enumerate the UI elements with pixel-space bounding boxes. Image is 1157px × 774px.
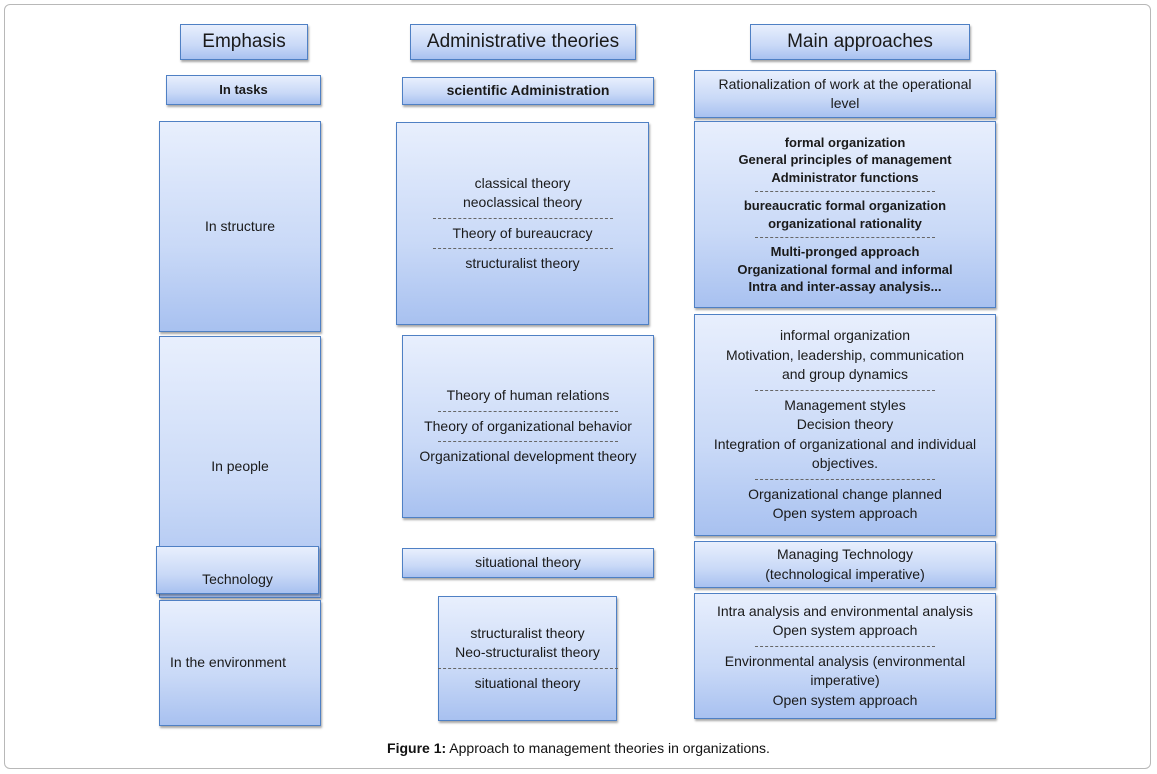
- header-emphasis-label: Emphasis: [202, 31, 286, 53]
- header-emphasis: Emphasis: [180, 24, 308, 60]
- header-theories-label: Administrative theories: [426, 31, 620, 53]
- text-line: structuralist theory: [470, 624, 585, 641]
- text-line: neoclassical theory: [462, 194, 583, 210]
- dashed-separator: [432, 248, 613, 249]
- dashed-separator: [437, 667, 618, 669]
- text-line: Administrator functions: [771, 169, 919, 185]
- dashed-separator: [755, 237, 935, 238]
- text-line: Motivation, leadership, communication: [725, 346, 965, 363]
- approaches-environment: Intra analysis and environmental analysi…: [694, 593, 996, 719]
- text-line: bureaucratic formal organization: [743, 198, 947, 213]
- text-line: situational theory: [475, 554, 581, 571]
- approaches-tasks: Rationalization of work at the operation…: [694, 70, 996, 118]
- dashed-separator: [432, 217, 613, 219]
- text-line: informal organization: [780, 327, 910, 344]
- dashed-separator: [755, 645, 935, 647]
- text-line: Open system approach: [772, 622, 918, 639]
- text-line: Environmental analysis (environmental: [724, 652, 966, 669]
- dashed-separator: [438, 441, 618, 443]
- text-line: Theory of human relations: [446, 387, 610, 404]
- figure-frame: [4, 4, 1151, 769]
- text-line: Open system approach: [772, 505, 918, 522]
- text-line: Theory of bureaucracy: [452, 224, 593, 241]
- text-line: Neo-structuralist theory: [455, 644, 600, 661]
- emphasis-label: In people: [211, 458, 269, 475]
- emphasis-tasks: In tasks: [166, 75, 321, 105]
- text-line: Management styles: [784, 396, 906, 413]
- dashed-separator: [755, 478, 935, 480]
- dashed-separator: [755, 191, 935, 192]
- emphasis-label: Technology: [202, 570, 273, 587]
- text-line: Decision theory: [796, 416, 894, 433]
- emphasis-structure: In structure: [159, 121, 321, 332]
- text-line: Managing Technology: [777, 546, 913, 562]
- approaches-technology: Managing Technology (technological impera…: [694, 541, 996, 588]
- figure-caption: Figure 1: Approach to management theorie…: [0, 740, 1157, 756]
- text-line: Intra and inter-assay analysis...: [748, 279, 942, 294]
- text-line: imperative): [810, 672, 880, 689]
- caption-label: Figure 1:: [387, 740, 447, 756]
- emphasis-label: In the environment: [170, 654, 286, 671]
- text-line: organizational rationality: [768, 215, 922, 231]
- caption-text: Approach to management theories in organ…: [446, 740, 770, 756]
- text-line: structuralist theory: [465, 255, 580, 271]
- text-line: Organizational change planned: [748, 485, 942, 502]
- text-line: Integration of organizational and indivi…: [713, 435, 977, 452]
- text-line: level: [830, 95, 860, 111]
- emphasis-environment: In the environment: [159, 600, 321, 726]
- header-approaches-label: Main approaches: [787, 31, 933, 53]
- text-line: scientific Administration: [446, 82, 610, 99]
- header-theories: Administrative theories: [410, 24, 636, 60]
- text-line: Organizational development theory: [419, 448, 637, 465]
- text-line: Open system approach: [772, 691, 918, 708]
- theories-technology: situational theory: [402, 548, 654, 578]
- text-line: objectives.: [811, 455, 879, 472]
- text-line: classical theory: [474, 174, 571, 191]
- text-line: situational theory: [474, 674, 581, 691]
- text-line: Theory of organizational behavior: [424, 417, 632, 434]
- text-line: Multi-pronged approach: [770, 244, 920, 259]
- theories-tasks: scientific Administration: [402, 77, 654, 105]
- text-line: formal organization: [784, 134, 906, 150]
- text-line: (technological imperative): [765, 565, 925, 582]
- text-line: Intra analysis and environmental analysi…: [716, 602, 974, 619]
- dashed-separator: [438, 410, 618, 412]
- emphasis-label: In tasks: [219, 82, 268, 98]
- text-line: and group dynamics: [781, 366, 909, 383]
- text-line: Rationalization of work at the operation…: [718, 75, 972, 92]
- text-line: Organizational formal and informal: [737, 261, 953, 277]
- emphasis-label: In structure: [204, 217, 276, 234]
- text-line: General principles of management: [738, 152, 952, 167]
- emphasis-technology: Technology: [156, 546, 319, 594]
- dashed-separator: [755, 389, 935, 391]
- header-approaches: Main approaches: [750, 24, 970, 60]
